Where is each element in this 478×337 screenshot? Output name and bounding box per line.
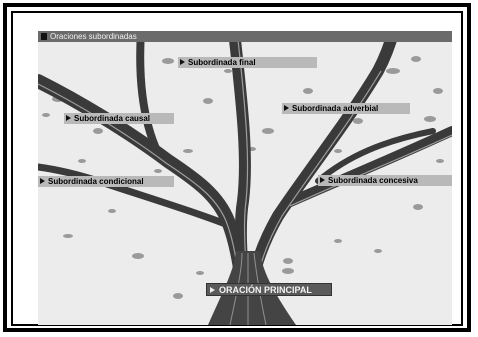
outer-frame: [3, 3, 471, 332]
arrow-right-icon: [320, 177, 325, 183]
arrow-right-icon: [284, 105, 289, 111]
arrow-right-icon: [180, 59, 185, 65]
label-subordinada-adverbial-text: Subordinada adverbial: [292, 104, 379, 113]
label-subordinada-condicional[interactable]: Subordinada condicional: [38, 176, 174, 187]
label-subordinada-final[interactable]: Subordinada final: [178, 57, 317, 68]
diagram-stage: Oraciones subordinadas Subordinada final…: [38, 31, 452, 325]
title-bar: Oraciones subordinadas: [38, 31, 452, 42]
main-clause-label[interactable]: ORACIÓN PRINCIPAL: [206, 283, 332, 296]
title-bullet-icon: [41, 33, 47, 40]
label-subordinada-condicional-text: Subordinada condicional: [48, 177, 144, 186]
label-subordinada-causal[interactable]: Subordinada causal: [64, 113, 174, 124]
label-subordinada-adverbial[interactable]: Subordinada adverbial: [282, 103, 410, 114]
window-title: Oraciones subordinadas: [50, 32, 137, 41]
arrow-right-icon: [66, 115, 71, 121]
inner-frame: [11, 11, 463, 326]
arrow-right-icon: [40, 178, 45, 184]
label-subordinada-concesiva[interactable]: Subordinada concesiva: [318, 175, 452, 186]
label-subordinada-causal-text: Subordinada causal: [74, 114, 151, 123]
label-subordinada-concesiva-text: Subordinada concesiva: [328, 176, 418, 185]
main-clause-text: ORACIÓN PRINCIPAL: [219, 285, 312, 295]
arrow-right-icon: [210, 287, 215, 293]
label-subordinada-final-text: Subordinada final: [188, 58, 256, 67]
